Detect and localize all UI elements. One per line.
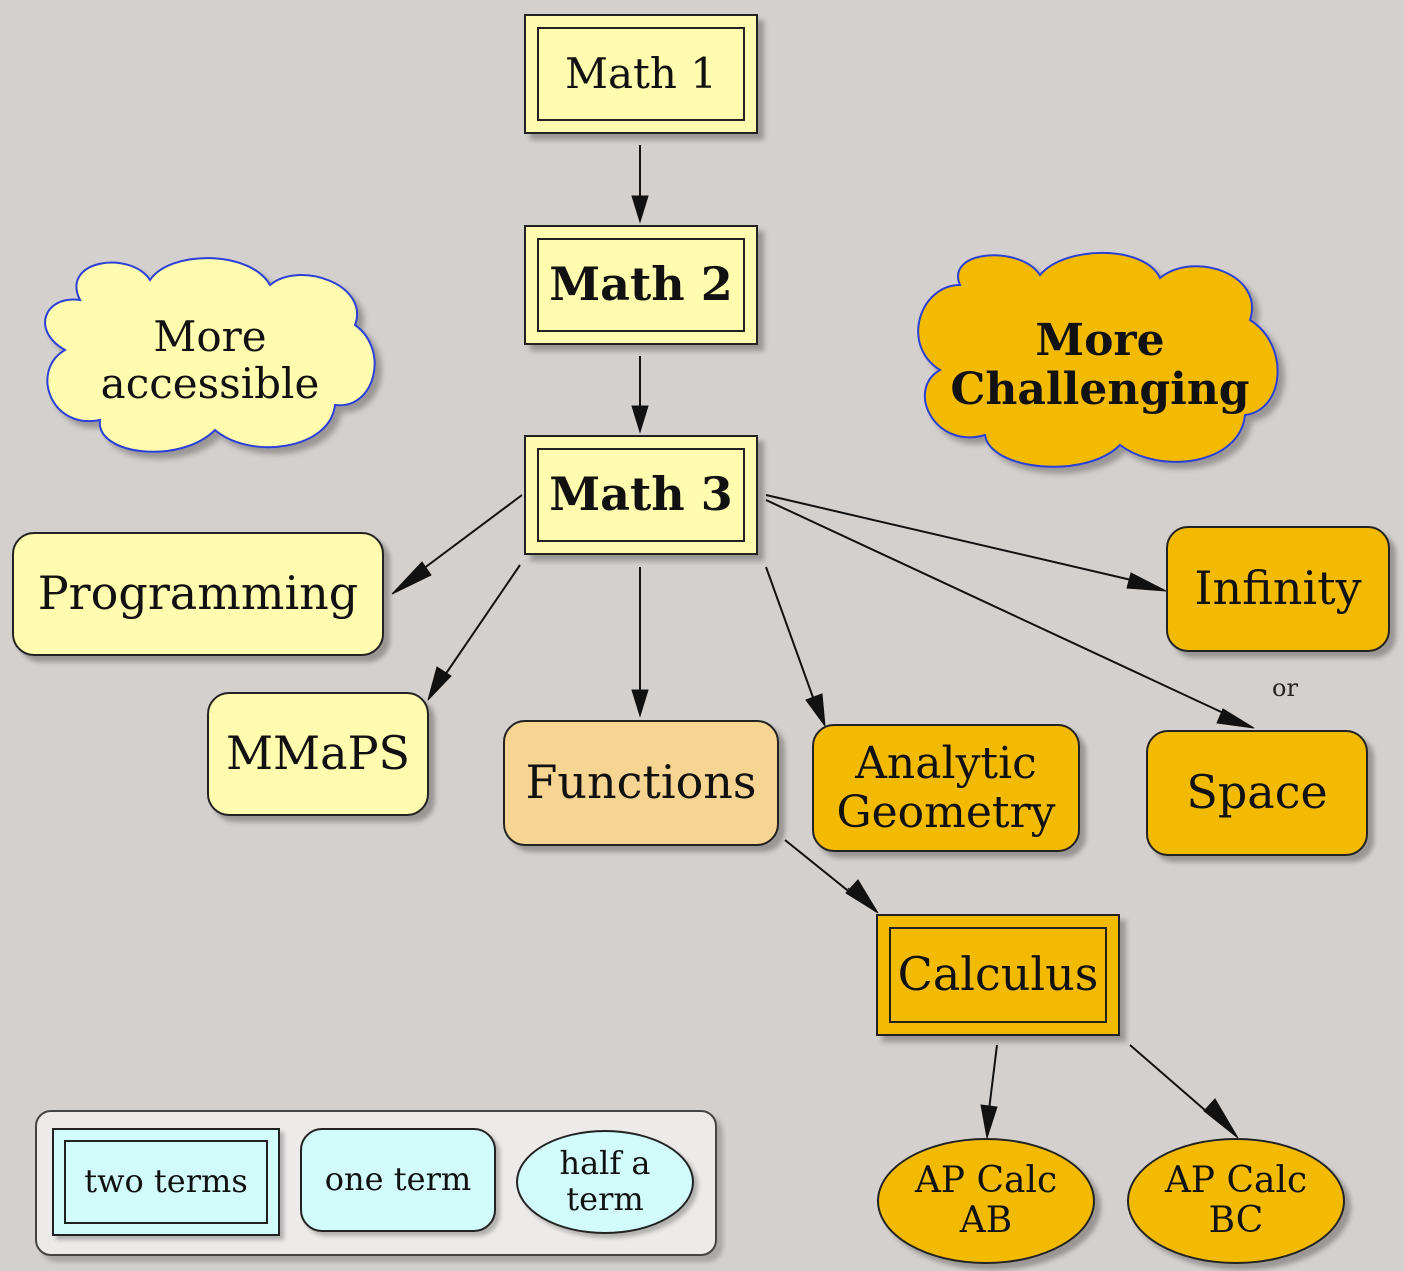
arrowhead-programming [391, 561, 432, 595]
arrowhead-infinity [1126, 572, 1167, 592]
legend-half-term-line1: half a [559, 1144, 651, 1183]
arrowhead-math2 [631, 195, 649, 224]
node-mmaps[interactable]: MMaPS [207, 692, 429, 816]
node-analytic-geometry[interactable]: Analytic Geometry [812, 724, 1080, 852]
edge-calculus-apab [988, 1044, 998, 1111]
node-math1-label: Math 1 [564, 49, 718, 99]
arrowhead-apab [980, 1104, 998, 1139]
node-programming-label: Programming [37, 566, 359, 621]
cloud-accessible: More accessible [65, 295, 355, 425]
node-infinity-label: Infinity [1194, 561, 1362, 616]
edge-math3-analytic [765, 566, 816, 704]
node-calculus-label: Calculus [897, 947, 1099, 1002]
cloud-accessible-line1: More [153, 311, 267, 361]
cloud-challenging-line2: Challenging [950, 364, 1250, 415]
node-mmaps-label: MMaPS [225, 726, 411, 781]
node-analytic-line1: Analytic [855, 737, 1037, 789]
arrowhead-functions [631, 689, 649, 718]
node-math2[interactable]: Math 2 [524, 225, 758, 345]
node-analytic-line2: Geometry [836, 787, 1056, 838]
cloud-accessible-shape [44, 257, 376, 453]
node-apab-line2: AB [959, 1200, 1013, 1241]
node-apbc-line2: BC [1208, 1200, 1264, 1241]
arrowhead-mmaps [427, 666, 452, 701]
edge-math3-space [765, 499, 1233, 718]
arrowhead-calculus-tip [845, 879, 879, 914]
node-calculus[interactable]: Calculus [876, 914, 1120, 1036]
node-infinity[interactable]: Infinity [1166, 526, 1390, 652]
cloud-challenging: More Challenging [935, 300, 1265, 430]
cloud-accessible-line2: accessible [100, 359, 320, 408]
node-functions-label: Functions [525, 755, 757, 810]
legend-half-term-line2: term [566, 1180, 644, 1218]
edge-label-or: or [1272, 674, 1298, 702]
arrowhead-math3 [631, 405, 649, 434]
node-apbc-line1: AP Calc [1164, 1159, 1308, 1201]
arrowhead-analytic [805, 693, 826, 728]
legend-half-term: half a term [516, 1130, 694, 1234]
legend-two-terms-label: two terms [84, 1162, 248, 1201]
node-ap-calc-ab[interactable]: AP Calc AB [877, 1138, 1095, 1264]
node-functions[interactable]: Functions [503, 720, 779, 846]
node-math1[interactable]: Math 1 [524, 14, 758, 134]
arrowhead-apbc [1203, 1098, 1239, 1139]
legend-two-terms: two terms [52, 1128, 280, 1236]
node-programming[interactable]: Programming [12, 532, 384, 656]
node-math2-label: Math 2 [549, 257, 733, 312]
edge-math3-programming [414, 494, 523, 576]
cloud-challenging-line1: More [1035, 314, 1165, 366]
node-apab-line1: AP Calc [914, 1159, 1058, 1201]
node-space-label: Space [1186, 765, 1328, 820]
edge-math3-infinity [765, 494, 1141, 583]
arrowhead-space [1216, 708, 1255, 729]
edge-math3-mmaps [444, 564, 521, 676]
legend-one-term: one term [300, 1128, 496, 1232]
node-math3[interactable]: Math 3 [524, 435, 758, 555]
legend-one-term-label: one term [324, 1160, 472, 1199]
node-math3-label: Math 3 [549, 467, 733, 522]
edge-calculus-apbc [1129, 1044, 1215, 1119]
cloud-challenging-shape [917, 251, 1279, 468]
node-space[interactable]: Space [1146, 730, 1368, 856]
edge-functions-calculus [784, 839, 858, 899]
node-ap-calc-bc[interactable]: AP Calc BC [1127, 1138, 1345, 1264]
